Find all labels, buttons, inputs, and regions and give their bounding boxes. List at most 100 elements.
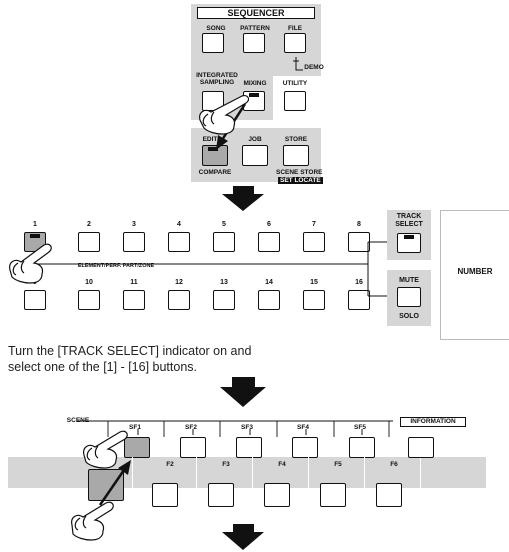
sf-label: SF2 [185,424,197,431]
sf5-button[interactable] [349,437,375,458]
f-label: F6 [390,461,398,468]
number-button-16[interactable] [348,290,370,310]
down-arrow-3 [222,524,264,550]
sf3-button[interactable] [236,437,262,458]
hand-icon-number-1 [9,243,52,284]
number-label-top: 7 [312,221,316,228]
number-label-top: 4 [177,221,181,228]
utility-button[interactable] [284,91,306,111]
down-arrow-2 [220,377,266,407]
number-button-5[interactable] [213,232,235,252]
f2-button[interactable] [152,483,178,507]
store-button[interactable] [283,145,309,166]
sampling-label: SAMPLING [199,79,235,86]
strip-divider [196,457,197,488]
mixing-label: MIXING [243,80,267,87]
compare-label: COMPARE [198,169,232,176]
number-label-bottom: 10 [85,279,93,286]
mute-label: MUTE [399,277,419,284]
strip-divider [252,457,253,488]
number-label-bottom: 11 [130,279,138,286]
number-right-panel [440,210,509,340]
sf-label: SF4 [297,424,309,431]
number-button-13[interactable] [213,290,235,310]
hand-icon-f1 [71,501,114,541]
scene-dividers [107,421,390,437]
demo-bracket [295,57,303,71]
number-button-4[interactable] [168,232,190,252]
mixing-to-edit-arrowhead [216,135,228,150]
information-button[interactable] [408,437,434,458]
number-label-top: 6 [267,221,271,228]
f6-button[interactable] [376,483,402,507]
number-button-14[interactable] [258,290,280,310]
mute-button[interactable] [397,287,421,307]
f1-to-sf1-arrow [98,469,126,506]
number-button-2[interactable] [78,232,100,252]
track-select-indicator [404,235,414,239]
strip-divider [364,457,365,488]
demo-label: DEMO [304,64,324,71]
number-button-3[interactable] [123,232,145,252]
sf-label: SF3 [241,424,253,431]
instruction-line-2: select one of the [1] - [16] buttons. [8,360,198,374]
number-label-bottom: 12 [175,279,183,286]
sf-label: SF1 [129,424,141,431]
store-label: STORE [284,136,308,143]
set-locate-text: SET LOCATE [278,177,323,184]
number-button-6[interactable] [258,232,280,252]
f1-to-sf1-arrowhead [118,460,131,475]
bracket-arms [368,241,387,297]
strip-divider [420,457,421,488]
sf2-button[interactable] [180,437,206,458]
job-label: JOB [248,136,262,143]
f-label: F5 [334,461,342,468]
job-button[interactable] [242,145,268,166]
pattern-label: PATTERN [240,25,270,32]
number-label-bottom: 16 [355,279,363,286]
sf-label: SF5 [354,424,366,431]
information-label: INFORMATION [400,417,466,427]
number-button-11[interactable] [123,290,145,310]
strip-divider [308,457,309,488]
solo-label: SOLO [399,313,419,320]
scene-ticks [137,429,363,435]
file-label: FILE [287,25,303,32]
set-locate-label: SET LOCATE [278,177,323,184]
number-button-7[interactable] [303,232,325,252]
sequencer-header: SEQUENCER [197,7,315,19]
number-label-top: 5 [222,221,226,228]
f-label: F2 [166,461,174,468]
utility-label: UTILITY [282,80,308,87]
hand-icon-sf1 [83,430,128,469]
f4-button[interactable] [264,483,290,507]
number-label-top: 2 [87,221,91,228]
number-label-top: 3 [132,221,136,228]
sf4-button[interactable] [292,437,318,458]
number-label-bottom: 13 [220,279,228,286]
number-button-15[interactable] [303,290,325,310]
f3-button[interactable] [208,483,234,507]
f-label: F3 [222,461,230,468]
scene-store-label: SCENE STORE [276,169,323,176]
number-button-12[interactable] [168,290,190,310]
number-button-9[interactable] [24,290,46,310]
number-label-top: 1 [33,221,37,228]
integrated-sampling-label: INTEGRATED SAMPLING [193,72,241,86]
pattern-button[interactable] [243,33,265,53]
integrated-label: INTEGRATED [196,72,238,79]
edit-label: EDIT [202,136,218,143]
track-select-button[interactable] [397,233,421,253]
instruction-text: Turn the [TRACK SELECT] indicator on and… [8,343,388,375]
down-arrow-1 [222,186,264,211]
hand-icon-mixing [199,95,250,135]
file-button[interactable] [284,33,306,53]
number-button-10[interactable] [78,290,100,310]
song-button[interactable] [202,33,224,53]
f-label: F4 [278,461,286,468]
sf1-button[interactable] [124,437,150,458]
instruction-line-1: Turn the [TRACK SELECT] indicator on and [8,344,252,358]
song-label: SONG [206,25,226,32]
f5-button[interactable] [320,483,346,507]
